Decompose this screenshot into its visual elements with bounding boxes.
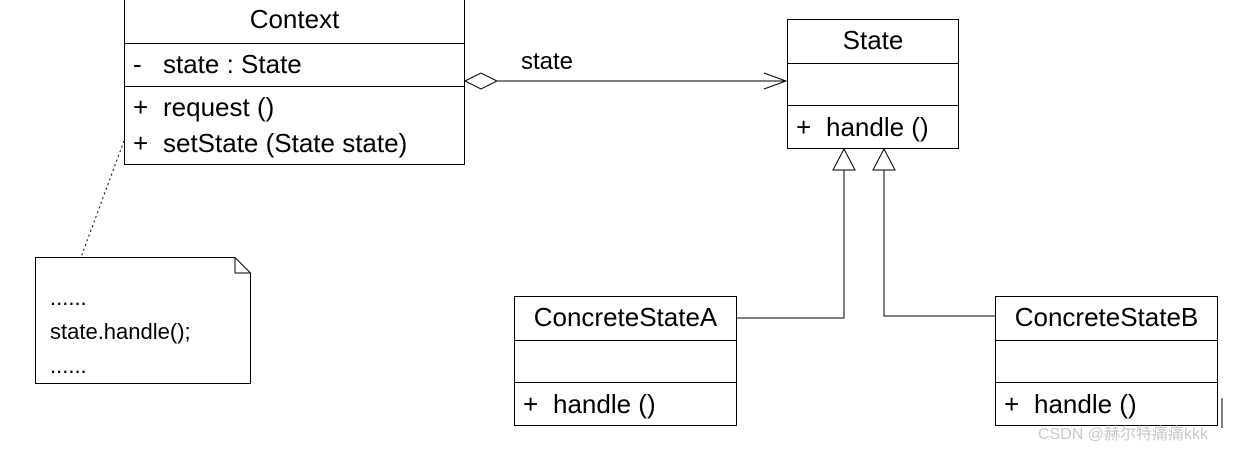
generalization-line-a <box>737 170 845 319</box>
class-name: ConcreteStateB <box>1014 302 1199 332</box>
visibility-marker: + <box>796 112 812 142</box>
note-line: state.handle(); <box>50 319 191 344</box>
attribute-row: -state : State <box>125 44 464 84</box>
watermark: CSDN @赫尔特痛痛kkk <box>1038 426 1209 443</box>
class-name: ConcreteStateA <box>533 302 718 332</box>
concrete-a-operations: + handle () <box>515 382 736 425</box>
operation-row: + handle () <box>788 106 958 148</box>
concrete-state-b-class[interactable]: ConcreteStateB + handle () <box>995 296 1218 426</box>
state-attributes <box>788 62 958 106</box>
visibility-marker: + <box>133 128 149 158</box>
generalization-line-b <box>883 170 995 317</box>
visibility-marker: - <box>133 49 142 79</box>
operation-text: handle () <box>826 112 929 142</box>
visibility-marker: + <box>523 389 539 419</box>
generalization-triangle-a <box>832 147 856 171</box>
note-shape <box>35 257 251 384</box>
aggregation-diamond <box>463 72 499 90</box>
concrete-b-name-section: ConcreteStateB <box>996 297 1217 340</box>
concrete-b-attributes <box>996 339 1217 383</box>
context-class[interactable]: Context -state : State + request () + setS… <box>124 0 465 165</box>
visibility-marker: + <box>1004 389 1020 419</box>
operation-row: + setState (State state) <box>125 125 464 161</box>
note-line: ...... <box>50 353 87 378</box>
generalization-triangle-b <box>872 147 896 171</box>
navigation-arrowhead <box>763 72 788 90</box>
operation-text: handle () <box>553 389 656 419</box>
context-name-section: Context <box>125 0 464 43</box>
concrete-a-attributes <box>515 339 736 383</box>
context-operations: + request () + setState (State state) <box>125 86 464 164</box>
operation-text: setState (State state) <box>163 128 408 158</box>
note-anchor-line <box>79 129 129 261</box>
operation-row: + handle () <box>996 383 1217 425</box>
state-operations: + handle () <box>788 105 958 148</box>
operation-row: + handle () <box>515 383 736 425</box>
context-attributes: -state : State <box>125 43 464 86</box>
attribute-text: state : State <box>163 49 302 79</box>
state-name-section: State <box>788 20 958 63</box>
association-label: state <box>521 48 574 75</box>
concrete-state-a-class[interactable]: ConcreteStateA + handle () <box>514 296 737 426</box>
operation-row: + request () <box>125 89 464 125</box>
state-class[interactable]: State + handle () <box>787 19 959 149</box>
visibility-marker: + <box>133 92 149 122</box>
concrete-a-name-section: ConcreteStateA <box>515 297 736 340</box>
class-name: Context <box>249 4 340 34</box>
operation-text: request () <box>163 92 275 122</box>
concrete-b-operations: + handle () <box>996 382 1217 425</box>
class-name: State <box>842 25 904 55</box>
note-line: ...... <box>50 285 87 310</box>
operation-text: handle () <box>1034 389 1137 419</box>
note-text: ...... state.handle(); ...... <box>50 281 191 383</box>
implementation-note[interactable]: ...... state.handle(); ...... <box>35 257 251 384</box>
